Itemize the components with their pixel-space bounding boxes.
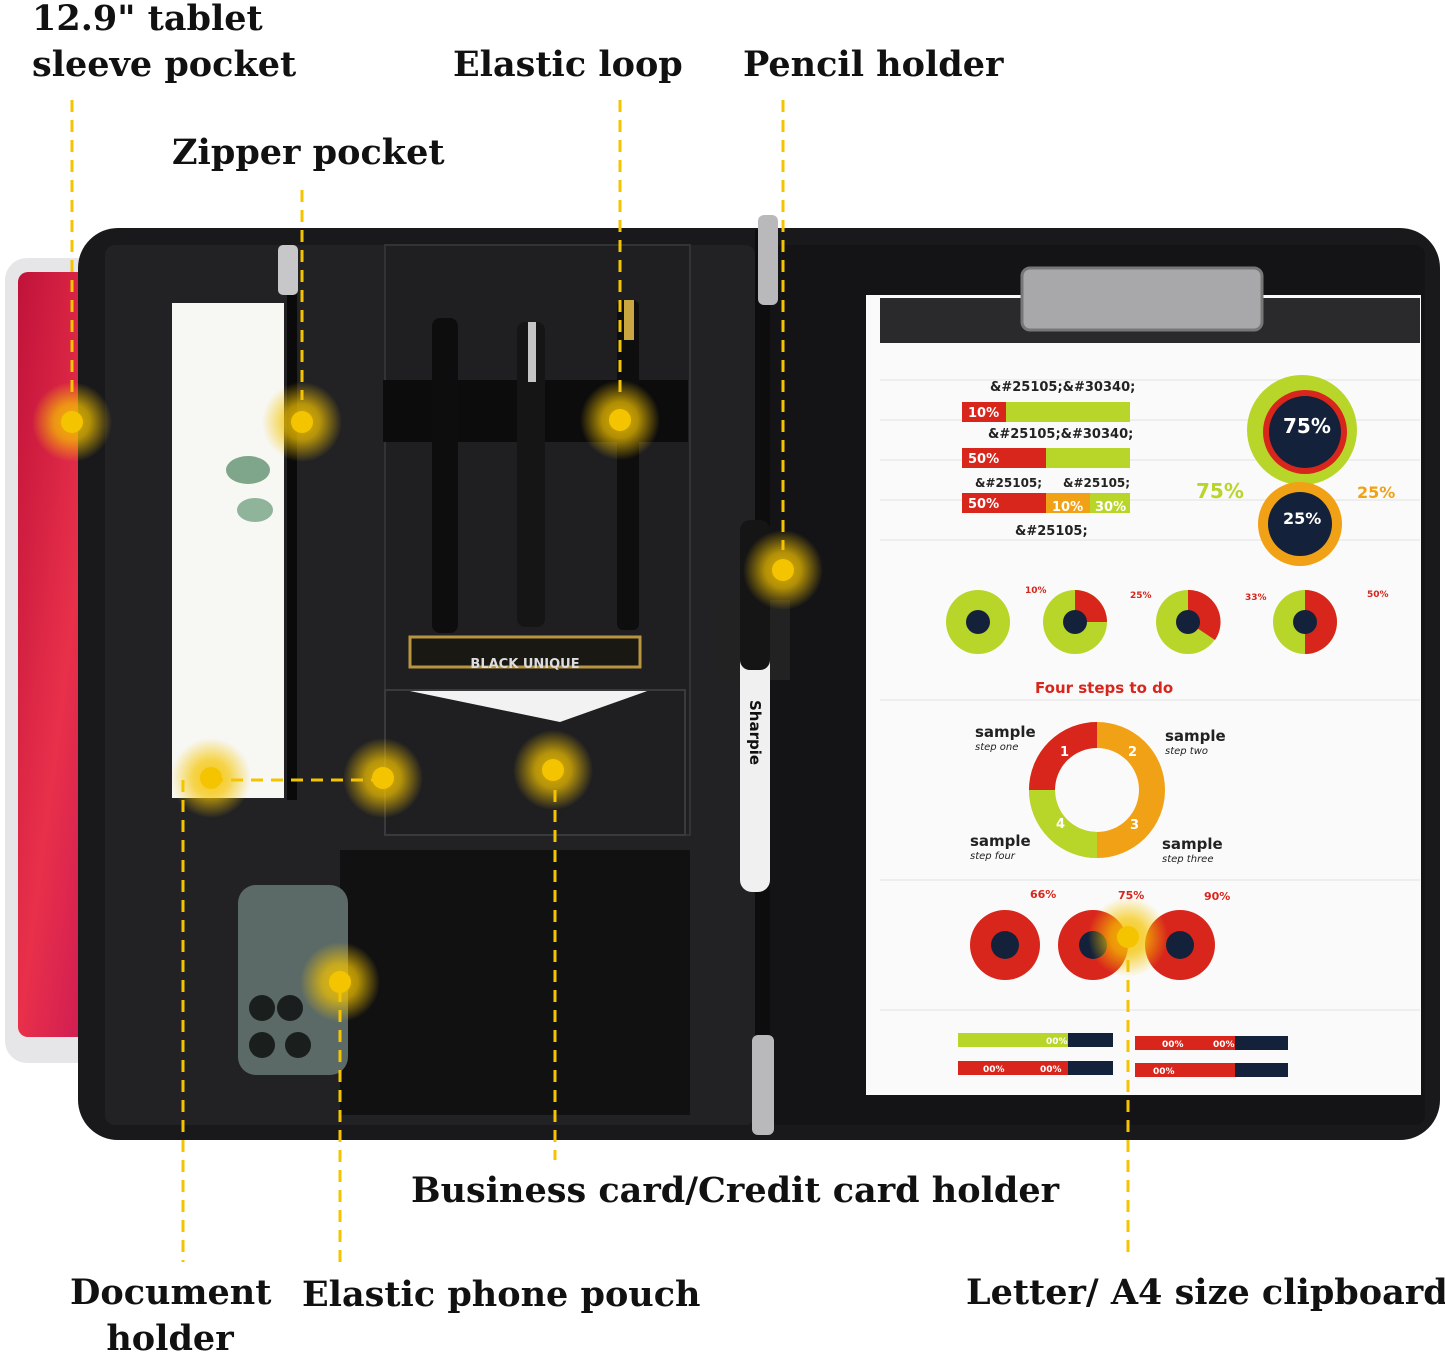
- pie-label: 33%: [1245, 593, 1267, 603]
- marker-document-holder: [171, 738, 251, 818]
- paper-code: &#25105;&#30340;: [990, 380, 1135, 395]
- callout-phone-pouch: Elastic phone pouch: [302, 1274, 701, 1315]
- paper-code: &#25105;: [1015, 524, 1088, 539]
- callout-document-holder: Document holder: [70, 1270, 272, 1362]
- step-title: sample: [1162, 835, 1223, 853]
- callout-tablet-sleeve: 12.9" tablet sleeve pocket: [32, 0, 296, 88]
- bar-label: 10%: [968, 406, 999, 421]
- callout-line: sleeve pocket: [32, 44, 297, 85]
- marker-pencil-holder: [743, 530, 823, 610]
- marker-elastic-loop: [580, 380, 660, 460]
- document-paper: [172, 303, 284, 798]
- callout-card-holder: Business card/Credit card holder: [411, 1170, 1060, 1211]
- step-title: sample: [1165, 727, 1226, 745]
- callout-pencil-holder: Pencil holder: [743, 44, 1004, 85]
- bar-label: 00%: [1153, 1067, 1175, 1077]
- marker-card-holder: [513, 730, 593, 810]
- marker-tablet-sleeve: [32, 382, 112, 462]
- step-sub: step three: [1162, 854, 1213, 865]
- bar-label: 10%: [1052, 500, 1083, 515]
- phone-pouch: [340, 850, 690, 1115]
- card-brand-text: BLACK UNIQUE: [470, 657, 579, 672]
- step-number: 2: [1128, 745, 1137, 760]
- marker-phone-pouch: [300, 942, 380, 1022]
- pie-label: 50%: [1367, 590, 1389, 600]
- pie-charts: [946, 589, 1337, 654]
- marker-brand: Sharpie: [746, 700, 764, 765]
- ring-label: 75%: [1283, 414, 1331, 438]
- step-title: sample: [970, 832, 1031, 850]
- callout-line: holder: [106, 1318, 234, 1359]
- step-number: 1: [1060, 745, 1069, 760]
- bar-label: 00%: [1046, 1037, 1068, 1047]
- pie-label: 66%: [1030, 888, 1056, 901]
- bar-label: 30%: [1095, 500, 1126, 515]
- paper-code: &#25105;: [1063, 476, 1130, 490]
- step-number: 4: [1056, 817, 1065, 832]
- step-number: 3: [1130, 818, 1139, 833]
- step-sub: step four: [970, 851, 1016, 862]
- step-title: sample: [975, 723, 1036, 741]
- callout-markers: [32, 380, 1168, 1022]
- pie-label: 25%: [1130, 591, 1152, 601]
- callout-line: 12.9" tablet: [32, 0, 263, 39]
- bar-label: 50%: [968, 497, 999, 512]
- steps-title: Four steps to do: [1035, 679, 1173, 697]
- bar-label: 00%: [983, 1065, 1005, 1075]
- pie-label: 90%: [1204, 890, 1230, 903]
- paper-code: &#25105;: [975, 476, 1042, 490]
- ring-label: 25%: [1283, 509, 1321, 528]
- bar-label: 50%: [968, 452, 999, 467]
- ring-side-label: 75%: [1196, 479, 1244, 503]
- paper-code: &#25105;&#30340;: [988, 427, 1133, 442]
- bar-label: 00%: [1040, 1065, 1062, 1075]
- callout-elastic-loop: Elastic loop: [453, 44, 683, 85]
- clip: [1020, 266, 1264, 332]
- pie-label: 75%: [1118, 889, 1144, 902]
- marker-clipboard: [1088, 897, 1168, 977]
- callout-zipper-pocket: Zipper pocket: [172, 132, 445, 173]
- bar-label: 00%: [1162, 1040, 1184, 1050]
- callout-clipboard: Letter/ A4 size clipboard: [966, 1272, 1445, 1313]
- pie-label: 10%: [1025, 586, 1047, 596]
- step-sub: step two: [1165, 746, 1208, 757]
- bar-label: 00%: [1213, 1040, 1235, 1050]
- ring-side-label: 25%: [1357, 483, 1395, 502]
- callout-line: Document: [70, 1272, 272, 1313]
- marker-document-holder-2: [343, 738, 423, 818]
- marker-zipper-pocket: [262, 382, 342, 462]
- step-sub: step one: [975, 742, 1018, 753]
